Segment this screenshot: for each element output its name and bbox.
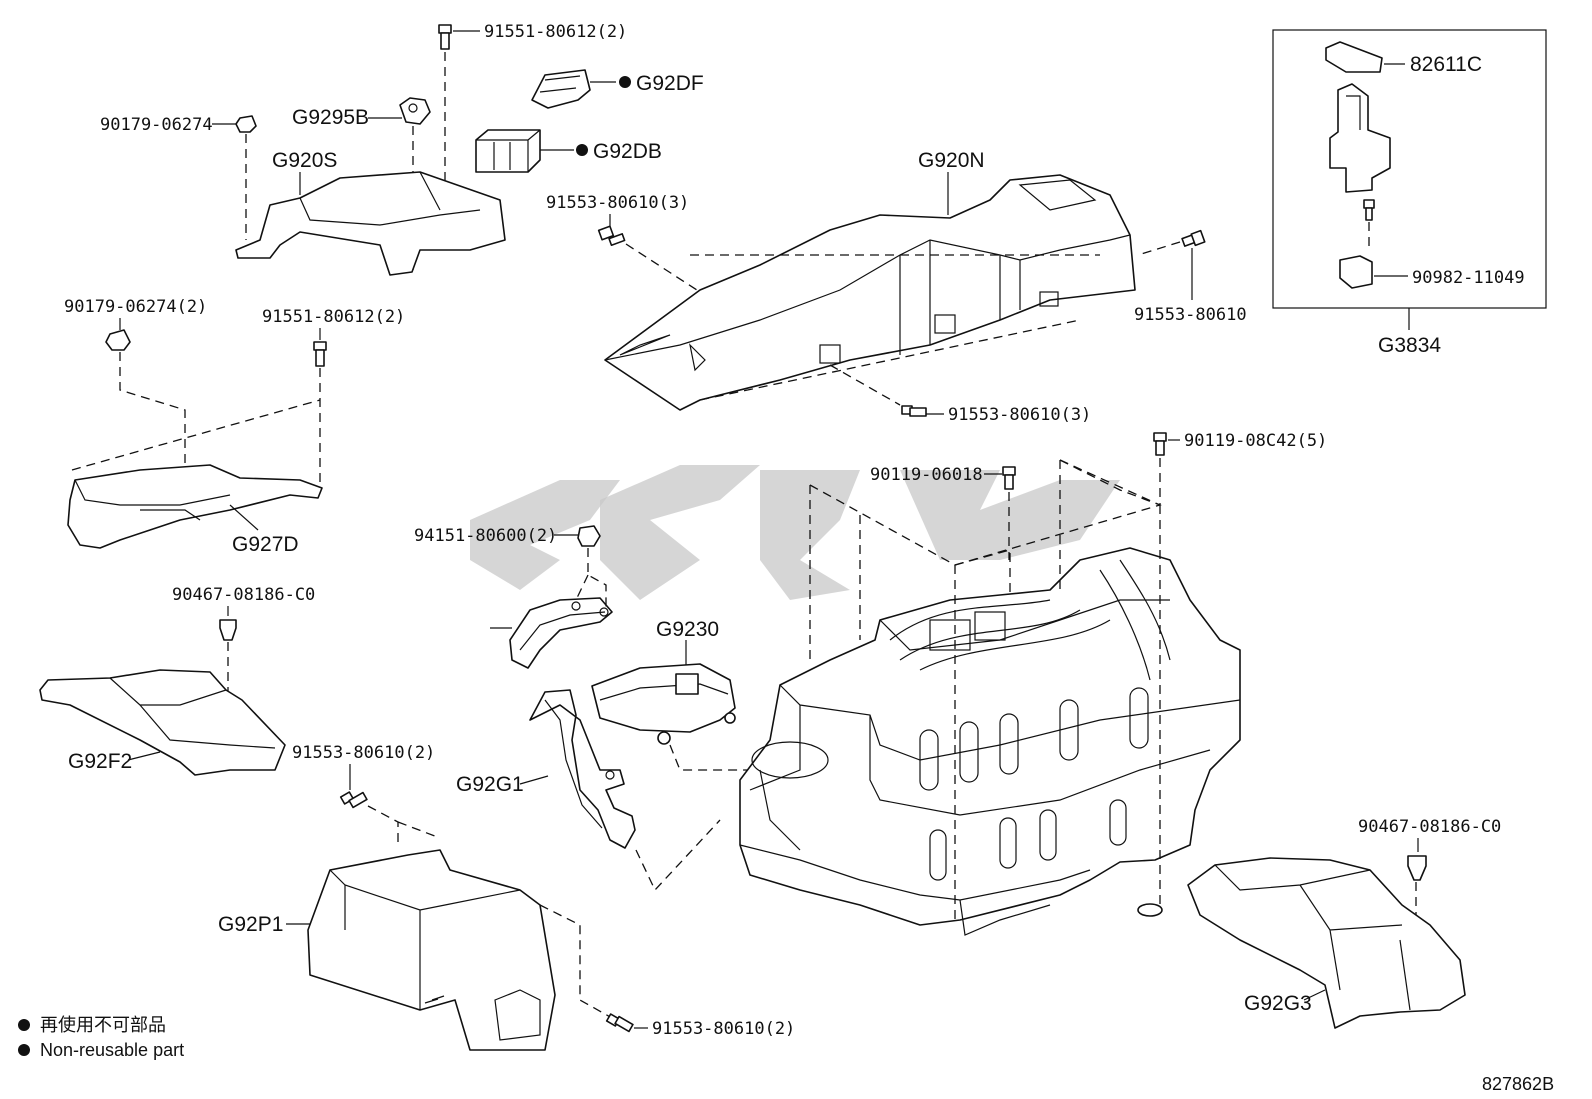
nut-icon <box>235 115 257 133</box>
non-reusable-bullet-icon <box>619 76 631 88</box>
label-90119-06018: 90119-06018 <box>870 465 983 485</box>
g92p1-box-cover <box>307 849 556 1051</box>
bolt-icon <box>901 405 927 417</box>
label-91551-80612-2-top: 91551-80612(2) <box>484 22 627 42</box>
legend-chinese-text: 再使用不可部品 <box>40 1015 166 1035</box>
label-g9230: G9230 <box>656 618 719 641</box>
label-90982-11049: 90982-11049 <box>1412 268 1525 288</box>
label-g92f2: G92F2 <box>68 750 132 773</box>
label-g92df: G92DF <box>636 72 704 95</box>
nut-icon <box>577 525 601 547</box>
label-91553-80610-3-a: 91553-80610(3) <box>546 193 689 213</box>
label-g927d: G927D <box>232 533 299 556</box>
g920n-duct <box>604 174 1136 411</box>
g927d-cover <box>67 464 323 549</box>
bolt-icon <box>339 791 368 809</box>
label-90467-08186-c0-right: 90467-08186-C0 <box>1358 817 1501 837</box>
legend: 再使用不可部品 Non-reusable part <box>18 1015 184 1060</box>
non-reusable-bullet-icon <box>18 1019 30 1031</box>
non-reusable-bullet-icon <box>18 1044 30 1056</box>
bolt-icon <box>1002 466 1016 490</box>
battery-cable <box>509 597 613 669</box>
bolt-icon <box>1153 432 1167 456</box>
label-g920n: G920N <box>918 149 985 172</box>
label-91553-80610-right: 91553-80610 <box>1134 305 1247 325</box>
g92g3-cover <box>1187 857 1466 1029</box>
82611c-cap <box>1325 41 1383 73</box>
g9230-fan-housing <box>591 663 736 745</box>
label-91553-80610-3-b: 91553-80610(3) <box>948 405 1091 425</box>
label-91553-80610-2-b: 91553-80610(2) <box>652 1019 795 1039</box>
nut-icon <box>105 329 131 351</box>
g92db-part <box>475 129 541 173</box>
watermark-logo <box>470 465 1120 600</box>
label-g9295b: G9295B <box>292 106 369 129</box>
label-94151-80600-2: 94151-80600(2) <box>414 526 557 546</box>
bolt-icon <box>605 1013 634 1033</box>
label-90119-08c42-5: 90119-08C42(5) <box>1184 431 1327 451</box>
legend-english-text: Non-reusable part <box>40 1040 184 1060</box>
label-g3834: G3834 <box>1378 334 1441 357</box>
bolt-icon <box>438 24 452 50</box>
label-g92g1: G92G1 <box>456 773 524 796</box>
push-clip-icon <box>219 619 237 641</box>
push-clip-icon <box>1407 855 1427 881</box>
bolt-icon <box>1363 199 1375 221</box>
label-82611c: 82611C <box>1410 53 1482 76</box>
bolt-icon <box>313 341 327 367</box>
figure-code: 827862B <box>1482 1074 1554 1094</box>
bolt-icon <box>1181 229 1206 247</box>
label-91551-80612-2: 91551-80612(2) <box>262 307 405 327</box>
label-90179-06274: 90179-06274 <box>100 115 213 135</box>
label-g92p1: G92P1 <box>218 913 283 936</box>
g92f2-cover <box>39 669 286 776</box>
label-g92g3: G92G3 <box>1244 992 1312 1015</box>
g920s-cover <box>235 171 506 276</box>
g92df-part <box>531 69 591 109</box>
label-90179-06274-2: 90179-06274(2) <box>64 297 207 317</box>
g9295b-clip <box>399 97 431 125</box>
bolt-icon <box>597 225 626 247</box>
relay-holder <box>1329 83 1391 193</box>
g92g1-duct <box>529 689 636 849</box>
label-g92db: G92DB <box>593 140 662 163</box>
non-reusable-bullet-icon <box>576 144 588 156</box>
hv-battery-assembly <box>739 547 1241 936</box>
90982-11049-clip <box>1339 255 1373 289</box>
label-90467-08186-c0-left: 90467-08186-C0 <box>172 585 315 605</box>
label-g920s: G920S <box>272 149 337 172</box>
label-91553-80610-2-a: 91553-80610(2) <box>292 743 435 763</box>
